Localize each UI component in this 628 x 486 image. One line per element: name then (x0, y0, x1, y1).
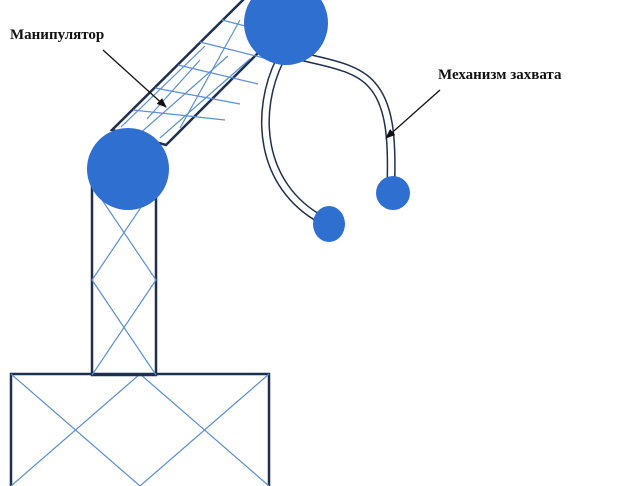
manipulator-arrow (102, 49, 167, 108)
gripper-arrow (385, 89, 441, 139)
gripper-label: Механизм захвата (438, 67, 562, 83)
elbow-joint (244, 0, 328, 65)
gripper-tip-right (376, 176, 410, 210)
gripper-finger-right (291, 50, 396, 185)
gripper-tip-left (313, 206, 345, 242)
shoulder-joint (87, 128, 169, 210)
manipulator-label: Манипулятор (10, 27, 104, 43)
gripper-fingers (261, 50, 396, 225)
base-block (9, 372, 271, 486)
vertical-column (90, 183, 158, 377)
